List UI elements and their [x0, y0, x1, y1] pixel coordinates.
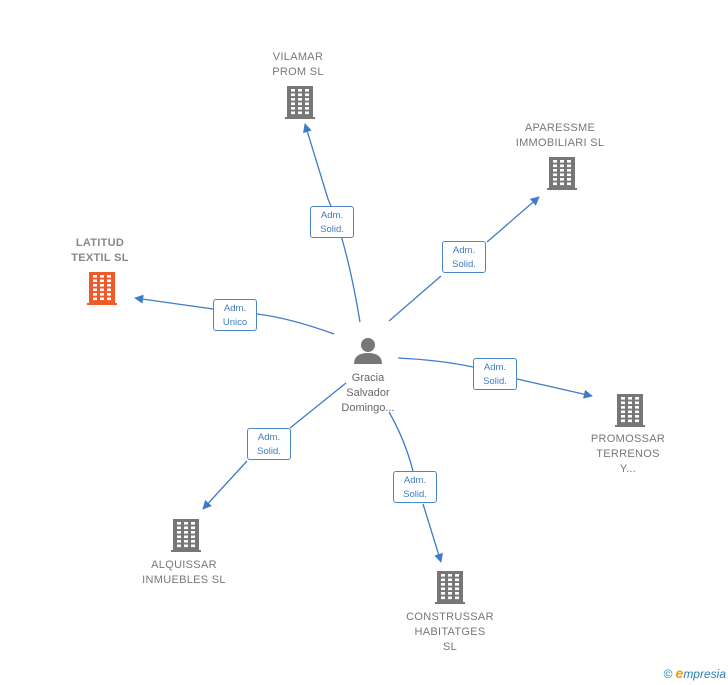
building-icon-vilamar[interactable]: [285, 86, 315, 119]
copyright-icon: ©: [663, 667, 673, 681]
brand-logo-text: mpresia: [683, 667, 726, 681]
relation-badge-alquissar[interactable]: Adm.Solid.: [247, 428, 291, 460]
relation-badge-vilamar[interactable]: Adm.Solid.: [310, 206, 354, 238]
building-icon-latitud[interactable]: [87, 272, 117, 305]
building-icon-aparessme[interactable]: [547, 157, 577, 190]
edge-aparessme: [388, 197, 539, 322]
relation-badge-construssar[interactable]: Adm.Solid.: [393, 471, 437, 503]
building-icon-alquissar[interactable]: [171, 519, 201, 552]
brand-footer: ©empresia: [664, 665, 726, 681]
building-icon-construssar[interactable]: [435, 571, 465, 604]
building-icon-promossar[interactable]: [615, 394, 645, 427]
relation-badge-aparessme[interactable]: Adm.Solid.: [442, 241, 486, 273]
edge-promossar: [397, 357, 592, 396]
brand-logo-initial: e: [675, 665, 684, 681]
edge-construssar: [388, 411, 441, 562]
person-icon[interactable]: [354, 338, 382, 364]
edge-vilamar: [303, 123, 361, 323]
relation-badge-promossar[interactable]: Adm.Solid.: [473, 358, 517, 390]
relation-badge-latitud[interactable]: Adm.Unico: [213, 299, 257, 331]
edge-latitud: [135, 298, 335, 335]
edge-alquissar: [203, 382, 347, 509]
